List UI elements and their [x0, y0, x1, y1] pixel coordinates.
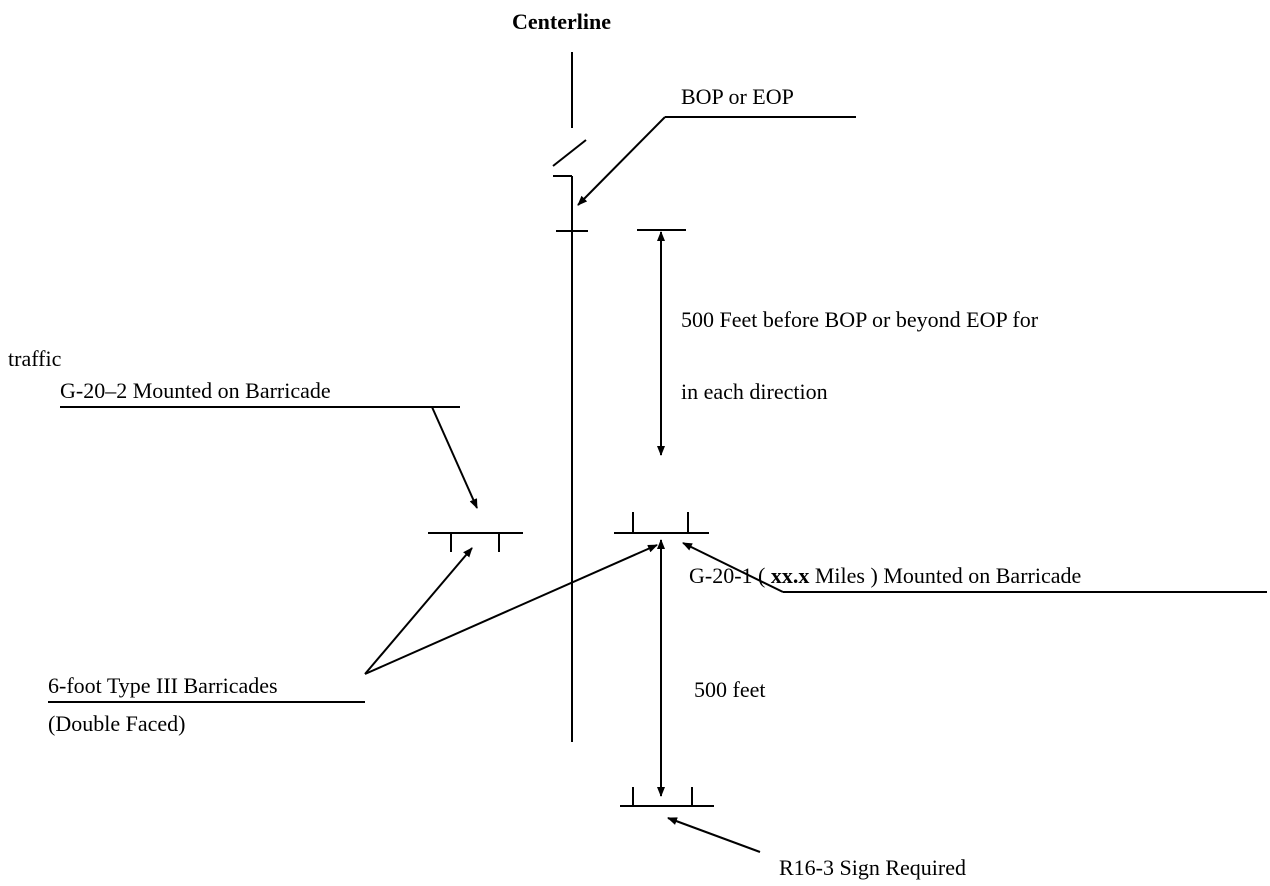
- left-barricade-symbol: [428, 532, 523, 552]
- centerline-label: Centerline: [512, 9, 611, 34]
- barricades-leader-left: [364, 547, 473, 675]
- distance-note-line2: in each direction: [681, 379, 828, 404]
- distance-500ft-label: 500 feet: [694, 677, 766, 702]
- barricades-leader-right: [364, 544, 658, 675]
- g20-1-label: G-20-1 ( xx.x Miles ) Mounted on Barrica…: [689, 563, 1081, 589]
- g20-1-suffix: Miles ) Mounted on Barricade: [809, 563, 1082, 588]
- g20-2-leader-arrow: [431, 406, 478, 509]
- g20-1-leader-arrow: [682, 542, 784, 593]
- r16-3-label: R16-3 Sign Required: [779, 855, 966, 880]
- r16-3-leader-arrow: [667, 817, 761, 853]
- barricades-label: 6-foot Type III Barricades: [48, 673, 278, 698]
- traffic-label: traffic: [8, 346, 62, 371]
- bop-eop-label: BOP or EOP: [681, 84, 794, 109]
- g20-2-label: G-20–2 Mounted on Barricade: [60, 378, 331, 403]
- distance-note-line1: 500 Feet before BOP or beyond EOP for: [681, 307, 1039, 332]
- g20-1-prefix: G-20-1 (: [689, 563, 771, 588]
- r16-3-sign-symbol: [620, 787, 714, 807]
- g20-1-mileage: xx.x: [770, 563, 810, 588]
- barricades-sublabel: (Double Faced): [48, 711, 186, 736]
- centerline-break-mark: [552, 139, 587, 167]
- right-barricade-symbol: [614, 512, 709, 534]
- bop-eop-leader-arrow: [577, 116, 666, 206]
